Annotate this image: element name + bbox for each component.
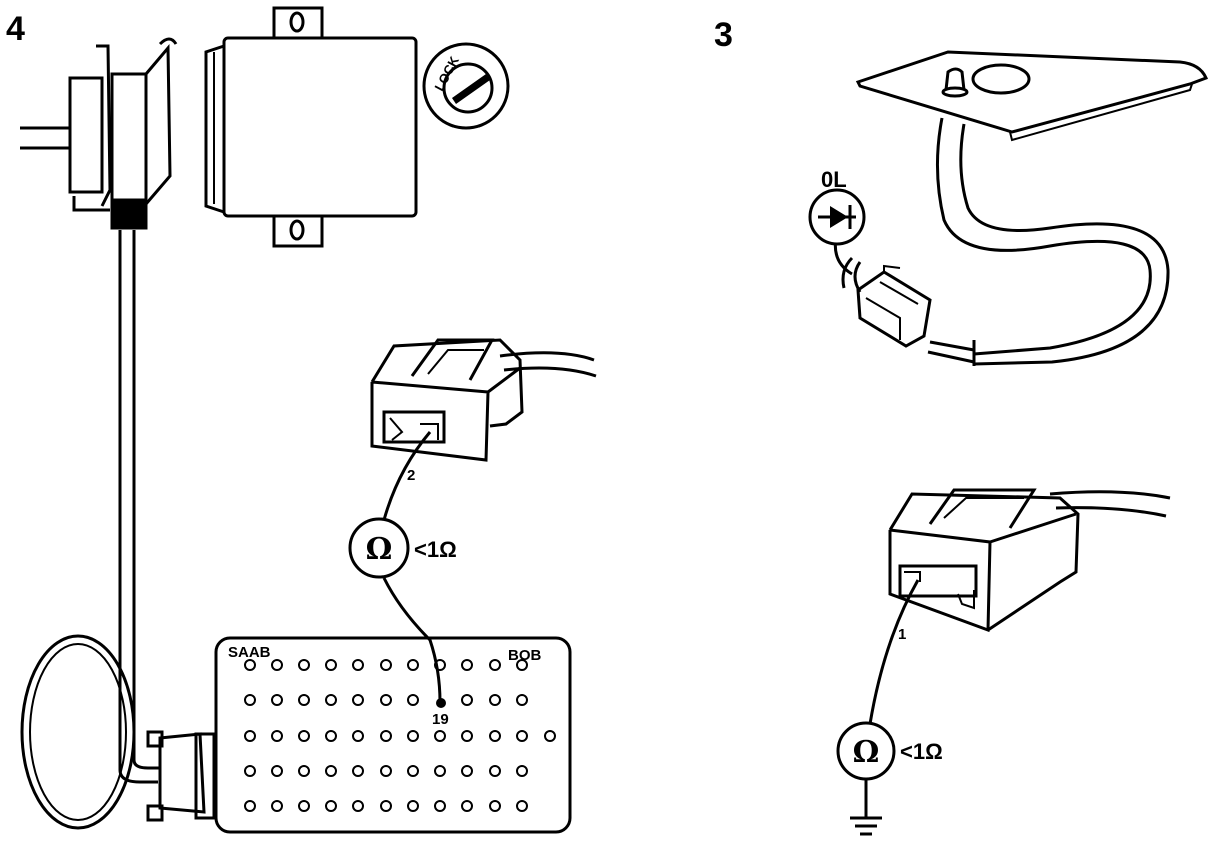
bob-pin-hole — [380, 765, 392, 777]
step-number-right: 3 — [714, 16, 733, 54]
connector-left-pin-number: 2 — [407, 467, 415, 484]
lock-label: LOCK — [431, 53, 462, 93]
diode-tester — [808, 188, 866, 276]
bob-pin-hole — [298, 765, 310, 777]
breakout-box — [214, 636, 572, 834]
bob-pin-hole — [461, 659, 473, 671]
control-module — [204, 6, 418, 248]
bob-pin-hole — [271, 765, 283, 777]
resistance-reading-right: <1Ω — [900, 739, 943, 764]
bob-pin-hole — [434, 800, 446, 812]
bob-pin-hole — [298, 659, 310, 671]
bob-pin-hole — [380, 730, 392, 742]
bob-pin-hole — [461, 800, 473, 812]
bob-pin-hole — [271, 800, 283, 812]
bob-cable — [20, 230, 160, 830]
bob-pin-hole — [434, 659, 446, 671]
bob-pin-hole — [352, 659, 364, 671]
bob-pin-hole — [352, 800, 364, 812]
resistance-reading-left: <1Ω — [414, 537, 457, 562]
bob-pin-hole — [244, 694, 256, 706]
bob-pin-hole — [407, 765, 419, 777]
bob-pin-hole — [434, 765, 446, 777]
ohmmeter-left — [348, 431, 446, 708]
bob-pin-hole — [352, 694, 364, 706]
inline-connector — [841, 256, 932, 348]
bob-pin-hole — [407, 694, 419, 706]
diode-reading: 0L — [821, 167, 847, 192]
bob-brand-label: SAAB — [228, 644, 271, 661]
bob-pin-hole — [325, 800, 337, 812]
bob-pin-hole — [461, 765, 473, 777]
bob-pin-hole — [489, 765, 501, 777]
sensor-panel — [855, 50, 1208, 142]
lock-switch — [422, 42, 510, 130]
bob-pin-hole — [244, 659, 256, 671]
bob-adapter-plug — [146, 730, 216, 822]
ohmmeter-right — [836, 579, 920, 818]
harness-connector-left — [370, 338, 597, 462]
bob-pin-hole — [271, 659, 283, 671]
bob-pin-hole — [244, 765, 256, 777]
harness-connector-right — [888, 488, 1171, 633]
bob-pin-hole — [516, 694, 528, 706]
bob-pin-hole — [352, 730, 364, 742]
ground-symbol — [850, 816, 882, 836]
ohm-symbol-left: Ω — [366, 532, 393, 567]
bob-pin-hole — [380, 800, 392, 812]
bob-pin-hole — [325, 694, 337, 706]
bob-pin-hole — [298, 694, 310, 706]
bob-pin-hole — [544, 730, 556, 742]
module-plug — [20, 37, 178, 230]
bob-pin-hole — [516, 765, 528, 777]
bob-pin-hole — [516, 800, 528, 812]
bob-pin-hole — [407, 730, 419, 742]
bob-pin-hole — [352, 765, 364, 777]
bob-pin-hole — [325, 659, 337, 671]
bob-pin-hole — [489, 730, 501, 742]
bob-pin-number: 19 — [432, 711, 449, 728]
bob-pin-hole — [325, 730, 337, 742]
bob-pin-hole — [244, 800, 256, 812]
bob-pin-hole — [325, 765, 337, 777]
bob-pin-hole — [489, 694, 501, 706]
bob-pin-hole — [489, 659, 501, 671]
bob-pin-hole — [380, 659, 392, 671]
ohm-symbol-right: Ω — [853, 735, 880, 770]
bob-pin-hole — [461, 694, 473, 706]
bob-pin-hole — [298, 730, 310, 742]
bob-pin-hole — [271, 730, 283, 742]
bob-pin-hole — [489, 800, 501, 812]
bob-pin-hole — [407, 800, 419, 812]
connector-right-pin-number: 1 — [898, 626, 906, 643]
bob-pin-hole — [461, 730, 473, 742]
bob-pin-hole — [516, 659, 528, 671]
bob-pin-hole — [407, 659, 419, 671]
bob-pin-hole — [271, 694, 283, 706]
bob-name-label: BOB — [508, 647, 542, 664]
sensor-harness — [927, 117, 1170, 366]
bob-pin-hole — [298, 800, 310, 812]
bob-pin-grid — [244, 659, 556, 812]
bob-pin-hole — [380, 694, 392, 706]
bob-pin-hole — [434, 730, 446, 742]
bob-pin-hole — [516, 730, 528, 742]
step-number-left: 4 — [6, 10, 25, 48]
bob-pin-hole — [244, 730, 256, 742]
